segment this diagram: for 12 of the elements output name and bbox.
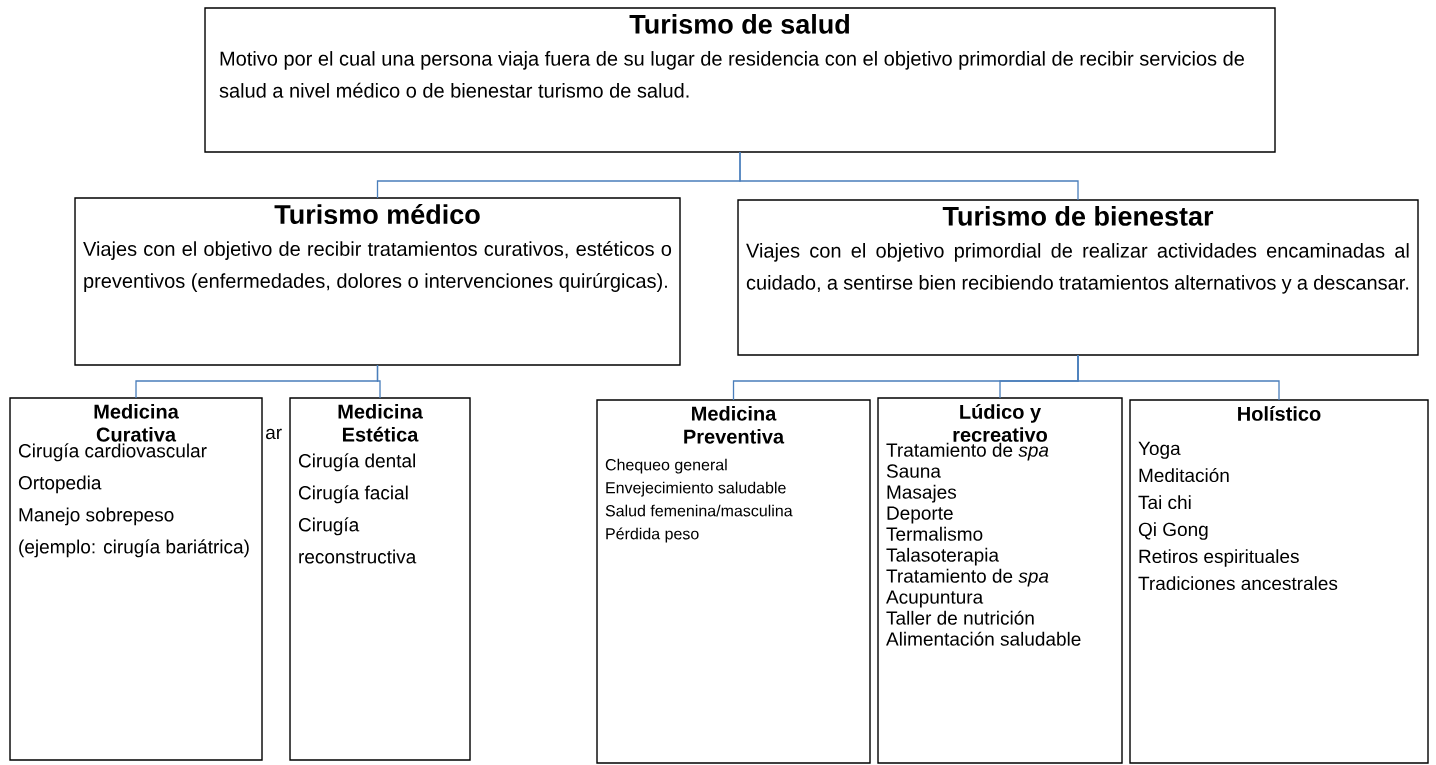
category-box: Turismo de bienestar Viajes con el objetivo primordial de realizar actividades encaminadas al cuidado, a sentirse bien recibiendo tratamientos alternativos y a descansar.: [737, 199, 1419, 356]
category-box: Medicina Preventiva Chequeo general Envejecimiento saludable Salud femenina/masculina Pérdida peso: [596, 399, 871, 764]
category-box: Lúdico y recreativo Tratamiento de spa Sauna Masajes Deporte Termalismo Talasoterapia Tratamiento de spa Acupuntura Taller de nutrición Alimentación saludable: [877, 397, 1123, 764]
connector: [376, 364, 381, 399]
connector: [739, 151, 1079, 201]
category-box: Holístico Yoga Meditación Tai chi Qi Gong Retiros espirituales Tradiciones ancestrales: [1129, 399, 1429, 764]
text-fragment: ar: [266, 428, 282, 440]
category-box: Medicina Curativa Cirugía cardiovascular Ortopedia Manejo sobrepeso (ejemplo: cirugía bariátrica): [9, 397, 263, 761]
category-box: Medicina Estética Cirugía dental Cirugía facial Cirugía reconstructiva: [289, 397, 471, 761]
category-box: Turismo de salud Motivo por el cual una persona viaja fuera de su lugar de residencia con el objetivo primordial de recibir servicios de salud a nivel médico o de bienestar turismo de salud.: [204, 7, 1276, 153]
connector: [1077, 354, 1280, 401]
category-box: Turismo médico Viajes con el objetivo de recibir tratamientos curativos, estéticos o preventivos (enfermedades, dolores o intervenciones quirúrgicas).: [74, 197, 681, 366]
